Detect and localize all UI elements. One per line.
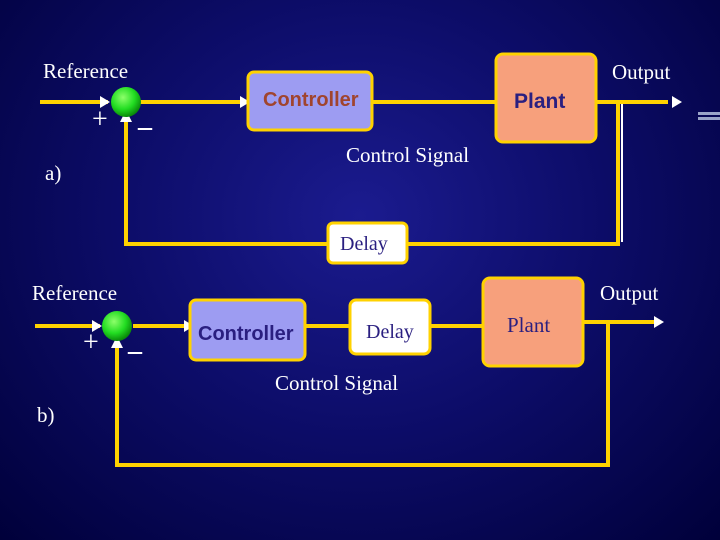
diagram-a: Reference Output + _ Controller Plant Co…	[40, 52, 682, 265]
a-output-arrow	[672, 96, 682, 108]
b-summing-junction	[102, 311, 132, 341]
b-minus-sign: _	[127, 326, 143, 357]
b-plant-block	[481, 276, 585, 368]
a-output-label: Output	[612, 60, 671, 84]
b-reference-label: Reference	[32, 281, 117, 305]
diagram-b: Reference Output + _ Controller Delay Pl…	[32, 276, 664, 467]
a-plant-block	[494, 52, 598, 144]
b-plant-label: Plant	[507, 313, 550, 337]
b-output-label: Output	[600, 281, 659, 305]
b-feedback-wire	[115, 322, 610, 467]
a-delay-to-junction-wire	[124, 118, 328, 246]
a-summing-junction	[111, 87, 141, 117]
b-output-arrow	[654, 316, 664, 328]
a-delay-block	[326, 221, 409, 265]
a-minus-sign: _	[137, 102, 153, 133]
a-controller-arrow	[240, 96, 250, 108]
slide-edge-decoration	[698, 112, 720, 126]
a-control-signal-label: Control Signal	[346, 143, 469, 167]
a-controller-block	[246, 70, 374, 132]
a-reference-label: Reference	[43, 59, 128, 83]
a-panel-label: a)	[45, 161, 61, 185]
b-reference-arrow	[92, 320, 102, 332]
a-plus-sign: +	[92, 104, 108, 135]
b-controller-block	[188, 298, 307, 362]
b-delay-label: Delay	[366, 321, 414, 343]
b-control-signal-label: Control Signal	[275, 371, 398, 395]
a-feedback-to-delay-wire	[407, 102, 620, 246]
b-panel-label: b)	[37, 403, 55, 427]
b-plus-sign: +	[83, 327, 99, 358]
a-delay-label: Delay	[340, 233, 388, 255]
b-delay-block	[348, 298, 432, 356]
a-reference-arrow	[100, 96, 110, 108]
b-controller-label: Controller	[198, 323, 294, 345]
a-controller-label: Controller	[263, 89, 359, 111]
b-feedback-arrow	[111, 336, 123, 348]
a-plant-label: Plant	[514, 90, 565, 113]
